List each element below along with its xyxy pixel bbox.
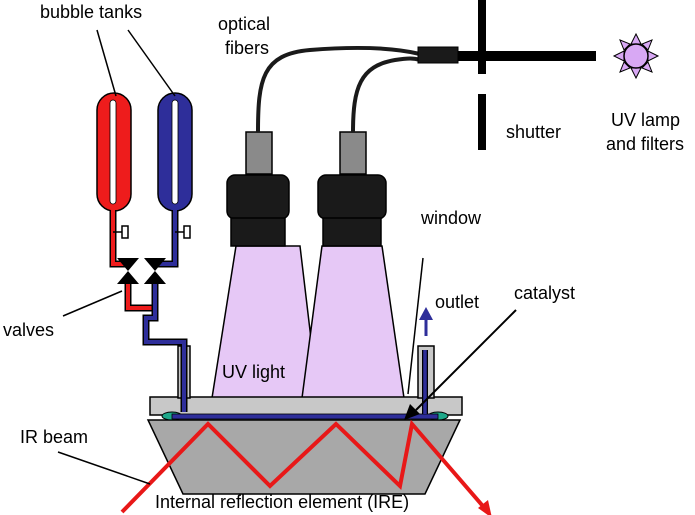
catalyst-layer bbox=[171, 413, 439, 420]
label-uv-lamp-line2: and filters bbox=[606, 134, 685, 154]
label-valves: valves bbox=[3, 320, 55, 340]
blue-bubble-tank bbox=[155, 92, 193, 268]
label-bubble-tanks: bubble tanks bbox=[40, 2, 143, 22]
label-ir-beam: IR beam bbox=[20, 427, 89, 447]
shutter bbox=[478, 0, 486, 150]
uv-lamp-icon bbox=[612, 32, 660, 80]
lamp-beam-path bbox=[458, 51, 596, 61]
leader-lines bbox=[57, 29, 424, 485]
label-ire: Internal reflection element (IRE) bbox=[155, 492, 410, 512]
uv-light-cone-right bbox=[301, 245, 405, 399]
valve-left bbox=[117, 258, 139, 284]
optical-fibers bbox=[256, 45, 421, 133]
label-window: window bbox=[421, 208, 482, 228]
label-uv-lamp-line1: UV lamp bbox=[611, 110, 681, 130]
fiber-connector bbox=[417, 46, 459, 64]
label-shutter: shutter bbox=[506, 122, 562, 142]
ir-beam-arrowhead bbox=[478, 500, 492, 515]
label-outlet: outlet bbox=[435, 292, 480, 312]
gas-tubing bbox=[124, 282, 188, 412]
label-optical-fibers-line1: optical bbox=[218, 14, 271, 34]
label-optical-fibers-line2: fibers bbox=[225, 38, 270, 58]
ir-beam bbox=[120, 419, 490, 514]
outlet-arrow bbox=[419, 307, 433, 336]
light-guide-right bbox=[317, 131, 387, 247]
red-bubble-tank bbox=[96, 92, 132, 268]
uv-light-cones bbox=[211, 245, 405, 399]
catalyst-arrow bbox=[404, 309, 517, 420]
label-uv-light: UV light bbox=[222, 362, 286, 382]
valve-right bbox=[144, 258, 166, 284]
label-catalyst: catalyst bbox=[514, 283, 576, 303]
light-guide-left bbox=[226, 131, 290, 247]
internal-reflection-element bbox=[146, 419, 462, 495]
